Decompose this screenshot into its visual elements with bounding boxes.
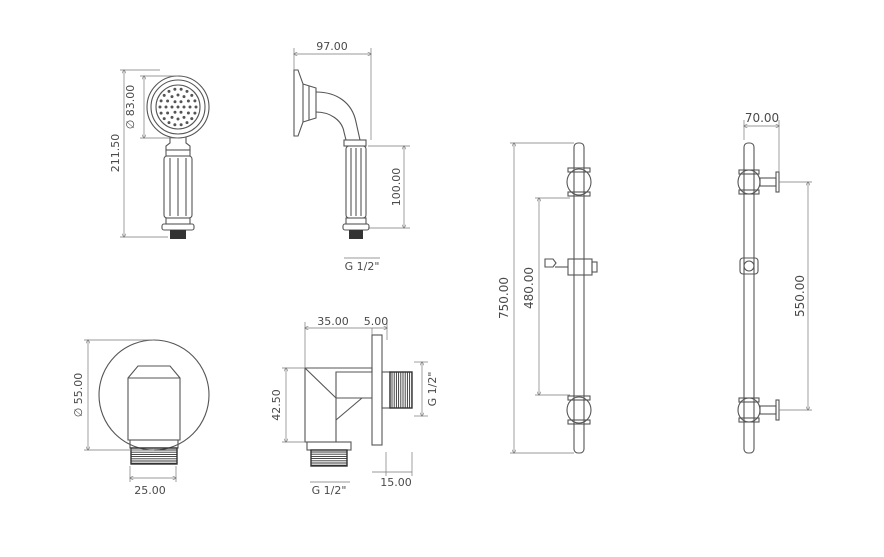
label-outlet-thread: G 1/2" (426, 372, 439, 407)
dim-flange-thickness: 5.00 (364, 315, 389, 328)
dim-slider-travel: 480.00 (522, 267, 536, 309)
dim-bracket-offset: 70.00 (745, 111, 779, 125)
dim-elbow-diameter: ∅ 55.00 (72, 373, 85, 418)
dim-elbow-depth: 35.00 (317, 315, 349, 328)
label-hose-thread: G 1/2" (345, 260, 380, 273)
slide-rail-side-view: 70.00 550.00 (737, 111, 812, 454)
dim-elbow-thread-width: 25.00 (134, 484, 166, 497)
dim-head-diameter: ∅ 83.00 (124, 85, 137, 130)
dim-bracket-spacing: 550.00 (793, 275, 807, 317)
label-inlet-thread: G 1/2" (312, 484, 347, 497)
hand-shower-front-view: 211.50 ∅ 83.00 (109, 70, 210, 239)
dim-head-height: 211.50 (109, 134, 122, 173)
wall-elbow-front-view: ∅ 55.00 25.00 (72, 340, 210, 497)
dim-elbow-height: 42.50 (270, 389, 283, 421)
hand-shower-side-view: 97.00 100.00 G 1/2" (294, 40, 410, 273)
wall-elbow-side-view: 35.00 5.00 42.50 G 1/2" 15.00 G 1/2" (270, 315, 439, 497)
dim-handle-length: 100.00 (390, 168, 403, 207)
dim-thread-length: 15.00 (380, 476, 412, 489)
dim-rail-length: 750.00 (497, 277, 511, 319)
dim-arm-width: 97.00 (316, 40, 348, 53)
slide-rail-front-view: 750.00 480.00 (497, 143, 598, 453)
